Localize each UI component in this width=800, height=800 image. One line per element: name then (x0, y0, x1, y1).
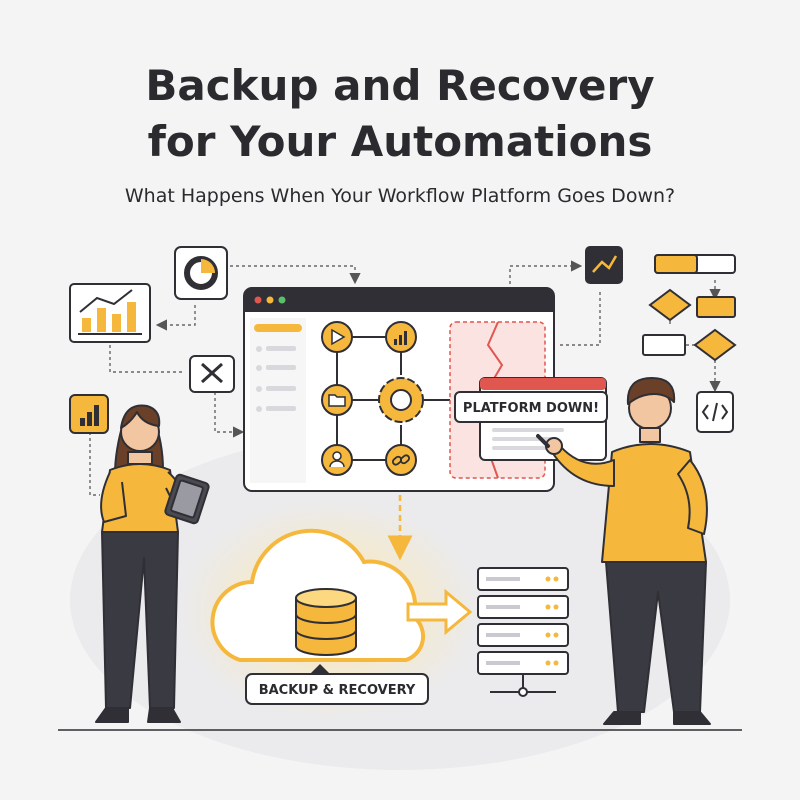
tools-icon (189, 355, 235, 393)
backup-label: BACKUP & RECOVERY (259, 683, 416, 698)
database-icon (295, 588, 357, 656)
connectors (89, 260, 721, 496)
restore-arrow (406, 588, 473, 636)
page-title: Backup and Recovery for Your Automations (0, 58, 800, 170)
chart-node-icon (385, 321, 417, 353)
bar-chart-icon (69, 394, 109, 434)
title-line-2: for Your Automations (147, 117, 653, 166)
link-icon (385, 444, 417, 476)
user-icon (321, 444, 353, 476)
server-rack-icon (477, 567, 569, 697)
title-line-1: Backup and Recovery (145, 61, 655, 110)
backup-badge: BACKUP & RECOVERY (245, 664, 429, 705)
page-subtitle: What Happens When Your Workflow Platform… (124, 185, 676, 207)
woman-figure (95, 404, 210, 723)
alert-window: PLATFORM DOWN! (454, 377, 608, 461)
play-icon (321, 321, 353, 353)
folder-icon (321, 384, 353, 416)
pie-chart-icon (174, 246, 228, 300)
trend-line-icon (585, 246, 623, 284)
man-figure (536, 377, 711, 725)
flowchart (642, 254, 737, 362)
code-icon (696, 391, 734, 433)
analytics-chart-icon (69, 283, 151, 343)
gear-icon (378, 377, 424, 423)
alert-label: PLATFORM DOWN! (463, 401, 599, 416)
